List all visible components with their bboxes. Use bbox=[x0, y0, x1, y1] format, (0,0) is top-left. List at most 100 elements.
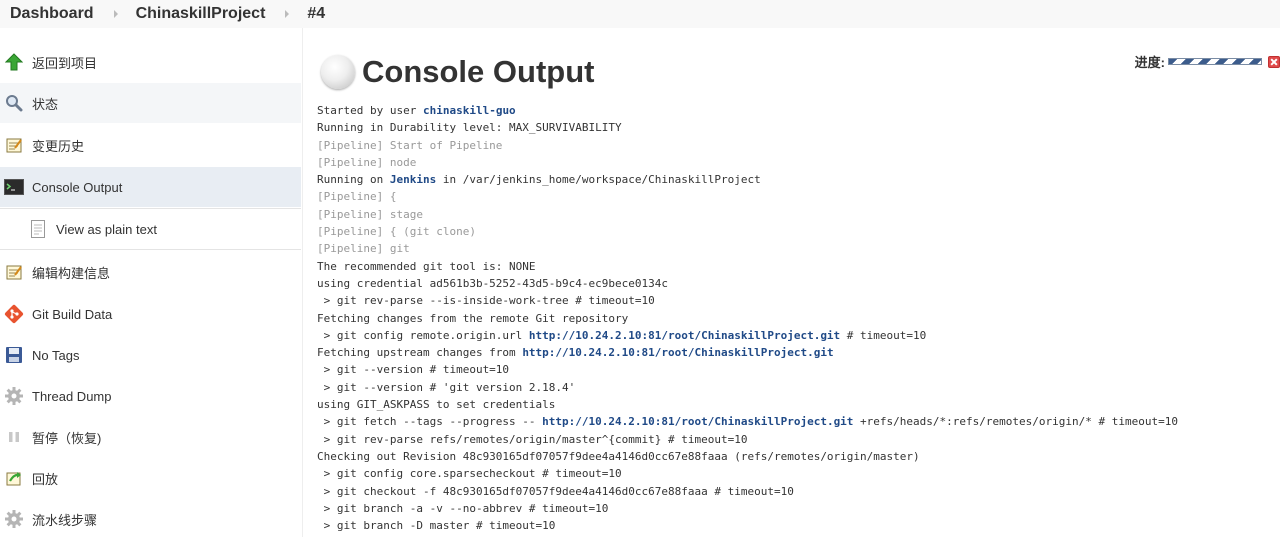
sidebar-item-pipeline-steps[interactable]: 流水线步骤 bbox=[0, 499, 301, 539]
console-text: > git checkout -f 48c930165df07057f9dee4… bbox=[317, 484, 794, 498]
console-text: > git branch -a -v --no-abbrev # timeout… bbox=[317, 501, 609, 515]
breadcrumb-dashboard[interactable]: Dashboard bbox=[10, 5, 94, 22]
main-content: Console Output 进度: Started by user china… bbox=[302, 28, 1280, 537]
console-line: [Pipeline] { (git clone) bbox=[317, 223, 1277, 240]
console-line: > git branch -a -v --no-abbrev # timeout… bbox=[317, 500, 1277, 517]
sidebar-item-edit-build-info[interactable]: 编辑构建信息 bbox=[0, 252, 301, 292]
console-text: Checking out Revision 48c930165df07057f9… bbox=[317, 449, 920, 463]
console-line: [Pipeline] { bbox=[317, 188, 1277, 205]
breadcrumb-separator-icon[interactable] bbox=[113, 10, 118, 18]
console-link[interactable]: http://10.24.2.10:81/root/ChinaskillProj… bbox=[542, 415, 854, 429]
console-text: > git branch -D master # timeout=10 bbox=[317, 519, 556, 533]
console-line: > git rev-parse --is-inside-work-tree # … bbox=[317, 292, 1277, 309]
console-text: Running on bbox=[317, 173, 390, 187]
breadcrumb-separator-icon[interactable] bbox=[285, 10, 290, 18]
sidebar-item-label: View as plain text bbox=[56, 221, 157, 237]
page-title: Console Output bbox=[362, 54, 595, 89]
console-text: > git config remote.origin.url bbox=[317, 328, 529, 342]
console-text: [Pipeline] Start of Pipeline bbox=[317, 138, 503, 152]
console-line: [Pipeline] git bbox=[317, 240, 1277, 257]
build-status-ball-icon bbox=[321, 55, 355, 89]
console-line: Fetching upstream changes from http://10… bbox=[317, 344, 1277, 361]
up-arrow-icon bbox=[4, 52, 24, 72]
page-header: Console Output bbox=[321, 50, 594, 94]
console-line: > git fetch --tags --progress -- http://… bbox=[317, 413, 1277, 430]
console-line: [Pipeline] node bbox=[317, 154, 1277, 171]
console-line: > git branch -D master # timeout=10 bbox=[317, 517, 1277, 534]
console-line: using credential ad561b3b-5252-43d5-b9c4… bbox=[317, 275, 1277, 292]
console-line: > git config core.sparsecheckout # timeo… bbox=[317, 465, 1277, 482]
console-line: > git checkout -f 48c930165df07057f9dee4… bbox=[317, 483, 1277, 500]
console-text: [Pipeline] { (git clone) bbox=[317, 225, 476, 239]
document-icon bbox=[28, 219, 48, 239]
console-text: using GIT_ASKPASS to set credentials bbox=[317, 398, 556, 412]
save-icon bbox=[4, 345, 24, 365]
replay-icon bbox=[4, 468, 24, 488]
terminal-icon bbox=[4, 177, 24, 197]
console-line: [Pipeline] Start of Pipeline bbox=[317, 137, 1277, 154]
console-line: > git config remote.origin.url http://10… bbox=[317, 327, 1277, 344]
console-link[interactable]: Jenkins bbox=[389, 173, 437, 187]
notepad-icon bbox=[4, 135, 24, 155]
console-text: > git config core.sparsecheckout # timeo… bbox=[317, 467, 622, 481]
sidebar-item-label: 回放 bbox=[32, 471, 59, 487]
sidebar-item-label: Console Output bbox=[32, 179, 123, 195]
sidebar-item-view-plain-text[interactable]: View as plain text bbox=[0, 208, 301, 250]
console-text: # timeout=10 bbox=[840, 328, 927, 342]
sidebar-item-label: 变更历史 bbox=[32, 138, 85, 154]
sidebar-item-back-to-project[interactable]: 返回到项目 bbox=[0, 42, 301, 82]
console-link[interactable]: http://10.24.2.10:81/root/ChinaskillProj… bbox=[528, 328, 841, 342]
sidebar-item-label: Thread Dump bbox=[32, 388, 112, 404]
console-line: Started by user chinaskill-guo bbox=[317, 102, 1277, 119]
sidebar-item-git-build-data[interactable]: Git Build Data bbox=[0, 294, 301, 334]
console-text: > git rev-parse --is-inside-work-tree # … bbox=[317, 294, 655, 308]
console-text: [Pipeline] git bbox=[317, 242, 410, 256]
console-text: [Pipeline] stage bbox=[317, 207, 423, 221]
breadcrumb: Dashboard ChinaskillProject #4 bbox=[0, 0, 1280, 28]
sidebar-item-status[interactable]: 状态 bbox=[0, 83, 301, 123]
console-link[interactable]: chinaskill-guo bbox=[422, 104, 516, 117]
sidebar-item-pause-resume[interactable]: 暂停（恢复) bbox=[0, 417, 301, 457]
sidebar-item-label: 状态 bbox=[32, 96, 59, 112]
console-text: using credential ad561b3b-5252-43d5-b9c4… bbox=[317, 276, 668, 290]
search-icon bbox=[4, 93, 24, 113]
console-text: > git fetch --tags --progress -- bbox=[317, 415, 543, 429]
sidebar-item-label: Git Build Data bbox=[32, 306, 113, 322]
breadcrumb-project[interactable]: ChinaskillProject bbox=[135, 5, 266, 22]
console-line: Fetching changes from the remote Git rep… bbox=[317, 310, 1277, 327]
sidebar-item-console-output[interactable]: Console Output bbox=[0, 167, 301, 207]
git-icon bbox=[4, 304, 24, 324]
sidebar-item-label: 流水线步骤 bbox=[32, 512, 98, 528]
build-progress: 进度: bbox=[1135, 52, 1280, 71]
progress-bar bbox=[1168, 58, 1262, 65]
console-line: [Pipeline] stage bbox=[317, 206, 1277, 223]
breadcrumb-build[interactable]: #4 bbox=[307, 5, 326, 22]
sidebar-item-thread-dump[interactable]: Thread Dump bbox=[0, 376, 301, 416]
sidebar-item-changes[interactable]: 变更历史 bbox=[0, 125, 301, 165]
console-line: using GIT_ASKPASS to set credentials bbox=[317, 396, 1277, 413]
console-text: > git --version # 'git version 2.18.4' bbox=[317, 380, 576, 394]
console-text: The recommended git tool is: NONE bbox=[317, 259, 536, 273]
console-text: Running in Durability level: MAX_SURVIVA… bbox=[317, 121, 622, 135]
console-line: Checking out Revision 48c930165df07057f9… bbox=[317, 448, 1277, 465]
console-text: Started by user bbox=[317, 104, 423, 117]
console-line: > git --version # 'git version 2.18.4' bbox=[317, 379, 1277, 396]
console-text: Fetching upstream changes from bbox=[317, 346, 523, 360]
console-text: > git rev-parse refs/remotes/origin/mast… bbox=[317, 432, 748, 446]
sidebar-item-no-tags[interactable]: No Tags bbox=[0, 335, 301, 375]
console-text: Fetching changes from the remote Git rep… bbox=[317, 311, 629, 325]
gear-icon bbox=[4, 386, 24, 406]
sidebar-item-label: 返回到项目 bbox=[32, 55, 98, 71]
console-line: The recommended git tool is: NONE bbox=[317, 258, 1277, 275]
pause-icon bbox=[4, 427, 24, 447]
console-line: > git --version # timeout=10 bbox=[317, 361, 1277, 378]
sidebar-item-replay[interactable]: 回放 bbox=[0, 458, 301, 498]
console-link[interactable]: http://10.24.2.10:81/root/ChinaskillProj… bbox=[522, 346, 834, 360]
console-line: Running on Jenkins in /var/jenkins_home/… bbox=[317, 171, 1277, 188]
sidebar: 返回到项目 状态 变更历史 Console Output View as pla… bbox=[0, 42, 301, 537]
stop-build-icon[interactable] bbox=[1268, 55, 1280, 68]
progress-label: 进度: bbox=[1134, 55, 1165, 70]
console-text: [Pipeline] node bbox=[317, 155, 417, 169]
gear-icon bbox=[4, 509, 24, 529]
